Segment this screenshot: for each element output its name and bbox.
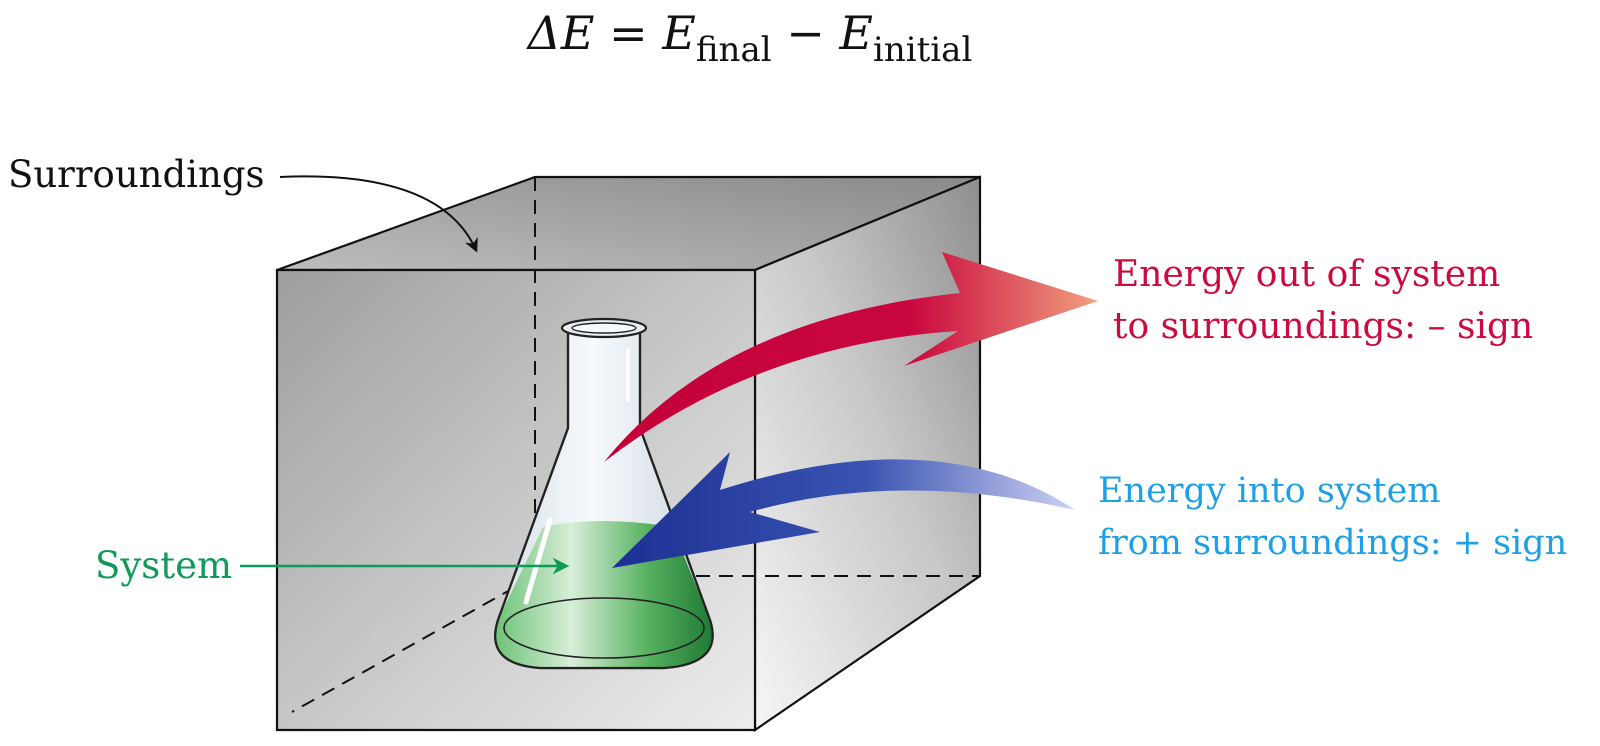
equation-lhs: ΔE (527, 6, 595, 60)
liquid-bottom-ellipse (503, 597, 705, 659)
equation-term2-symbol: E (839, 6, 873, 60)
hidden-edge-diagonal (291, 575, 536, 713)
surroundings-label: Surroundings (8, 153, 265, 196)
energy-in-label-line2: from surroundings: + sign (1098, 523, 1568, 563)
surroundings-pointer-arrow (279, 175, 478, 253)
energy-out-arrow-shape (604, 252, 1098, 462)
equation-term2-subscript: initial (873, 30, 973, 70)
equation-minus: − (786, 6, 825, 60)
energy-in-arrow-shape (612, 452, 1075, 568)
energy-out-label-line2: to surroundings: – sign (1113, 306, 1534, 347)
energy-out-label-line1: Energy out of system (1113, 254, 1501, 295)
equation-term1-subscript: final (695, 30, 772, 70)
glass-highlight (523, 517, 553, 605)
energy-out-arrow (604, 252, 1098, 462)
energy-in-label-line1: Energy into system (1098, 471, 1441, 511)
energy-change-equation: ΔE = Efinal − Einitial (0, 6, 1500, 70)
equation-term1-symbol: E (662, 6, 696, 60)
system-label: System (95, 544, 233, 587)
equation-equals: = (609, 6, 648, 60)
flask-outline (494, 330, 714, 670)
energy-in-arrow (612, 452, 1075, 568)
flask-mouth (571, 322, 637, 334)
